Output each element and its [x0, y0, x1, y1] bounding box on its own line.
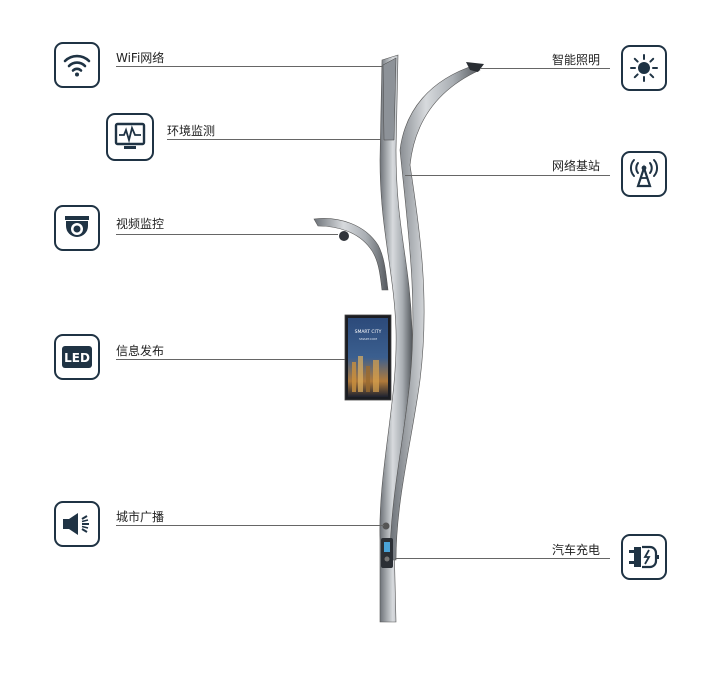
antenna-icon [630, 159, 658, 188]
sun-icon [630, 54, 658, 82]
svg-text:LED: LED [64, 351, 90, 365]
lighting-leader-line [480, 68, 610, 69]
lamp-head [466, 62, 484, 72]
camera-dome [339, 231, 349, 241]
monitor-pulse-icon [114, 122, 146, 149]
plug-icon [629, 545, 659, 569]
camera-arm [313, 218, 389, 291]
led-icon-box: LED [54, 334, 100, 380]
camera-icon-box [54, 205, 100, 251]
led-icon: LED [62, 346, 92, 368]
wifi-icon-box [54, 42, 100, 88]
charging-leader-line [395, 558, 610, 559]
base-station-label: 网络基站 [552, 159, 601, 173]
speaker-grille [382, 522, 390, 530]
led-label: 信息发布 [116, 344, 165, 358]
environment-icon-box [106, 113, 154, 161]
speaker-icon [63, 513, 89, 535]
broadcast-icon-box [54, 501, 100, 547]
wifi-leader-line [116, 66, 383, 67]
charging-label: 汽车充电 [552, 543, 601, 557]
camera-icon [65, 216, 89, 237]
environment-label: 环境监测 [167, 124, 216, 138]
camera-leader-line [116, 234, 338, 235]
base-station-icon-box [621, 151, 667, 197]
lighting-icon-box [621, 45, 667, 91]
pole-top-panel [382, 57, 397, 141]
broadcast-label: 城市广播 [116, 510, 165, 524]
broadcast-leader-line [116, 525, 384, 526]
base-station-leader-line [405, 175, 610, 176]
wifi-label: WiFi网络 [116, 51, 165, 65]
environment-leader-line [167, 139, 381, 140]
pole-trunk [379, 54, 413, 623]
camera-label: 视频监控 [116, 217, 165, 231]
screen-subtitle: SMART.COM [359, 337, 377, 341]
led-leader-line [116, 359, 345, 360]
lighting-label: 智能照明 [552, 53, 601, 67]
charging-icon-box [621, 534, 667, 580]
wifi-icon [63, 54, 91, 77]
screen-title: SMART CITY [355, 329, 382, 335]
